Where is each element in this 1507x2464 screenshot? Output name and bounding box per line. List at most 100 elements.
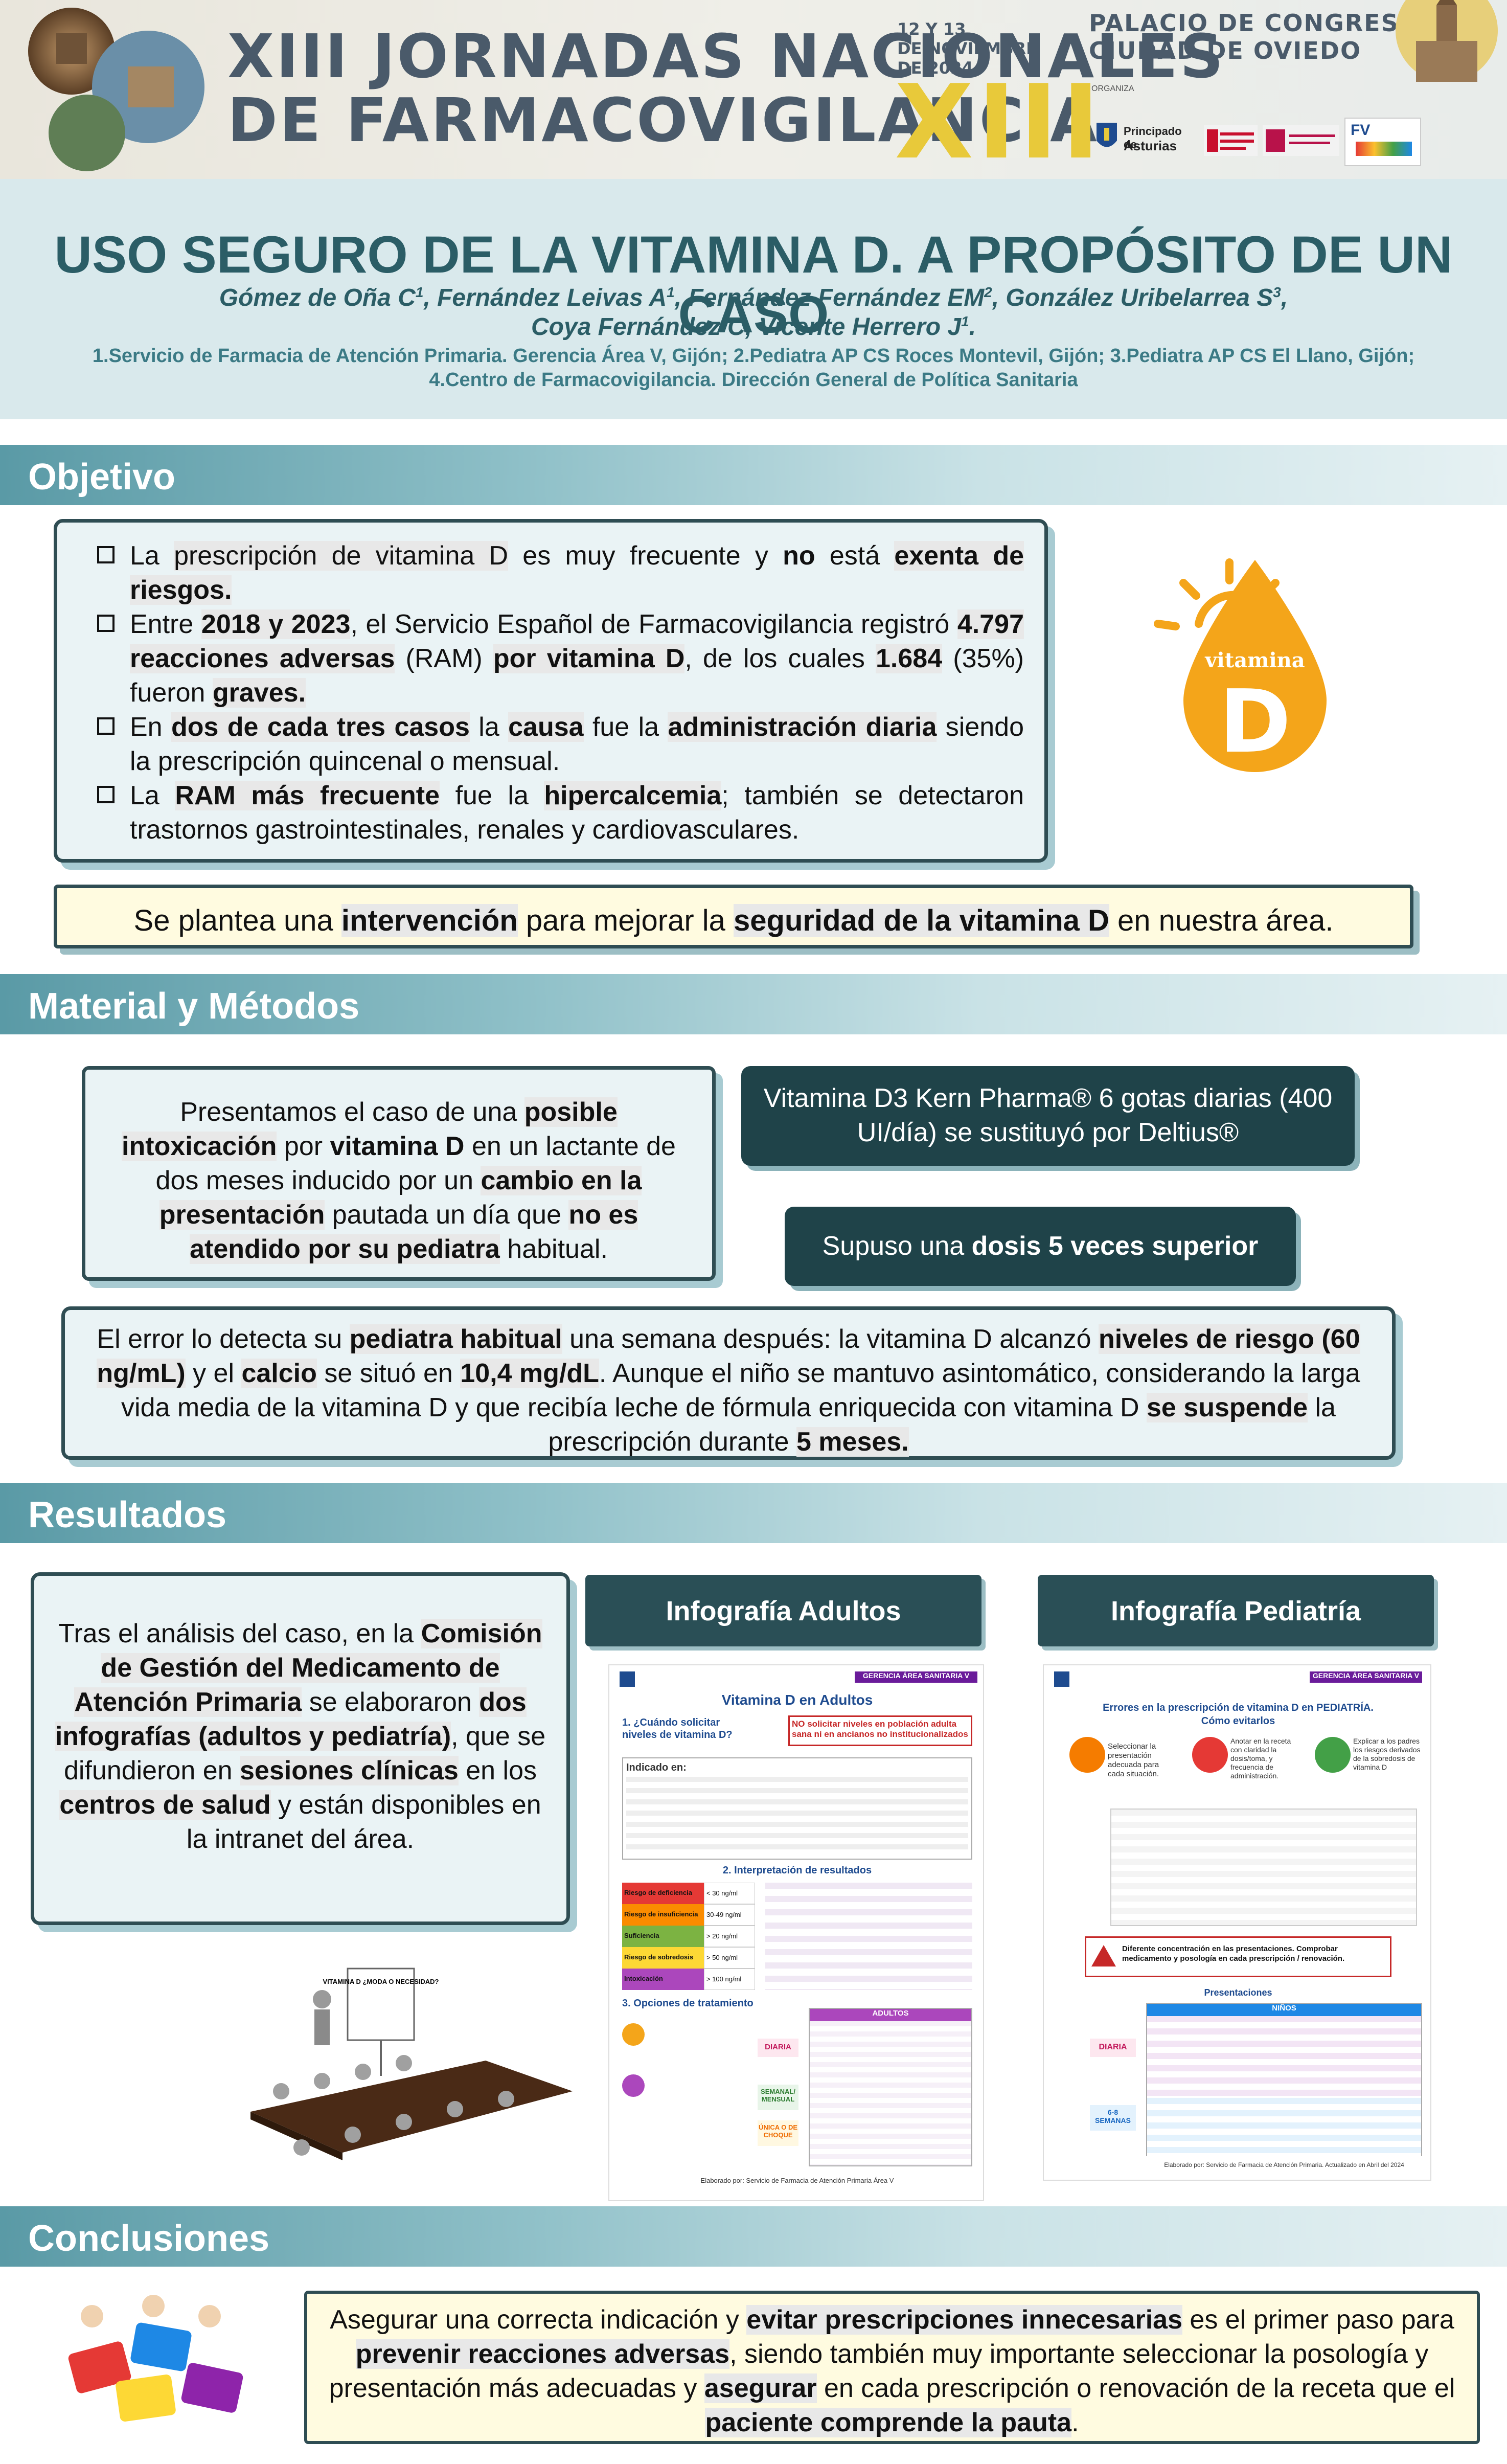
ad-v5: > 100 ng/ml — [704, 1969, 755, 1990]
roman-numeral: XIII — [895, 63, 1104, 182]
text: La — [130, 541, 174, 571]
ad-adultos-table: ADULTOS — [809, 2008, 972, 2166]
ad-r5: Intoxicación — [622, 1969, 704, 1990]
text: pautada un día que — [325, 1200, 569, 1230]
ad-diaria: DIARIA — [758, 2039, 798, 2057]
ad-semanal: SEMANAL/ MENSUAL — [758, 2085, 798, 2110]
conference-title-line2: DE FARMACOVIGILANCIA — [227, 85, 1099, 155]
objetivo-box: La prescripción de vitamina D es muy fre… — [54, 519, 1048, 863]
text: Tras el análisis del caso, en la — [58, 1619, 421, 1648]
pe-diaria: DIARIA — [1090, 2039, 1136, 2057]
ad-no: NO solicitar niveles en población adulta… — [788, 1715, 972, 1746]
date-line3: DE 2024 — [897, 58, 973, 78]
highlight: sesiones clínicas — [240, 1756, 459, 1785]
highlight: graves. — [212, 678, 306, 708]
header-banner: XIII JORNADAS NACIONALES DE FARMACOVIGIL… — [0, 0, 1507, 179]
ad-v3: > 20 ng/ml — [704, 1926, 755, 1947]
text: El error lo detecta su — [97, 1324, 350, 1354]
text: en cada prescripción o renovación de la … — [816, 2373, 1455, 2403]
highlight: vitamina D — [330, 1132, 465, 1161]
authors-line2: Coya Fernández C, Vicente Herrero J1. — [531, 313, 976, 341]
text: , el Servicio Español de Farmacovigilanc… — [350, 609, 957, 639]
ad-logo — [620, 1671, 635, 1687]
venue: PALACIO DE CONGRESOS CIUDAD DE OVIEDO — [1089, 9, 1438, 64]
case-box: Presentamos el caso de una posible intox… — [82, 1066, 716, 1281]
highlight: hipercalcemia — [544, 781, 722, 810]
text: , siendo también muy importante seleccio… — [329, 2339, 1429, 2403]
highlight: por vitamina D — [493, 644, 685, 673]
highlight: asegurar — [704, 2373, 817, 2403]
highlight: seguridad de la vitamina D — [734, 904, 1109, 937]
pe-ninos: NIÑOS — [1147, 2004, 1421, 2016]
text: ; también se detectaron trastornos gastr… — [130, 781, 1024, 845]
section-title: Objetivo — [28, 457, 176, 498]
author-3: , Fernández Fernández EM — [674, 284, 985, 311]
pe-pres: Presentaciones — [1204, 1987, 1272, 1998]
pe-step3: Explicar a los padres los riesgos deriva… — [1353, 1737, 1421, 1771]
infografia-adultos[interactable]: GERENCIA ÁREA SANITARIA V Vitamina D en … — [608, 1664, 984, 2201]
ad-title: Vitamina D en Adultos — [721, 1692, 873, 1708]
pe-step2-icon — [1192, 1737, 1228, 1773]
highlight: dos de cada tres casos — [171, 712, 470, 742]
text: y el — [185, 1359, 242, 1388]
objetivo-bullet-2: Entre 2018 y 2023, el Servicio Español d… — [93, 607, 1024, 710]
authors-line1: Gómez de Oña C1, Fernández Leivas A1, Fe… — [219, 284, 1288, 311]
sup: 3 — [1273, 284, 1281, 300]
ad-adultos-header: ADULTOS — [810, 2009, 971, 2021]
swap-text: Vitamina D3 Kern Pharma® 6 gotas diarias… — [763, 1083, 1333, 1147]
sup: 2 — [984, 284, 992, 300]
ad-indicado: Indicado en: — [622, 1757, 972, 1860]
ad-r4: Riesgo de sobredosis — [622, 1947, 704, 1969]
authors-5-6: Coya Fernández C, Vicente Herrero J — [531, 313, 962, 341]
highlight: prescripción de vitamina D — [174, 541, 509, 571]
text: (35%) fueron — [130, 644, 1024, 708]
pe-step2: Anotar en la receta con claridad la dosi… — [1230, 1737, 1291, 1780]
pe-step1: Seleccionar la presentación adecuada par… — [1108, 1742, 1159, 1778]
highlight: 10,4 mg/dL — [460, 1359, 599, 1388]
tab-infografia-pediatria[interactable]: Infografía Pediatría — [1038, 1575, 1434, 1646]
tab-infografia-adultos[interactable]: Infografía Adultos — [585, 1575, 981, 1646]
ad-step-1 — [622, 2023, 645, 2046]
text: y están disponibles en la intranet del á… — [186, 1790, 541, 1854]
puzzle-people-illustration — [56, 2286, 261, 2439]
ad-header: GERENCIA ÁREA SANITARIA V — [855, 1671, 977, 1683]
section-title: Resultados — [28, 1495, 227, 1535]
text: para mejorar la — [517, 904, 734, 937]
highlight: 2018 y 2023 — [201, 609, 351, 639]
ad-v2: 30-49 ng/ml — [704, 1904, 755, 1926]
date-line1: 12 Y 13 — [897, 19, 966, 39]
affiliations-line1: 1.Servicio de Farmacia de Atención Prima… — [92, 345, 1415, 367]
organiza-label: ORGANIZA — [1091, 84, 1134, 93]
section-title: Material y Métodos — [28, 986, 360, 1027]
cathedral-photo — [1380, 0, 1507, 87]
text: (RAM) — [395, 644, 493, 673]
ad-footer: Elaborado por: Servicio de Farmacia de A… — [700, 2177, 894, 2184]
text: la — [469, 712, 509, 742]
pe-screenshot — [1110, 1809, 1417, 1926]
infografia-pediatria[interactable]: GERENCIA ÁREA SANITARIA V Errores en la … — [1043, 1664, 1431, 2181]
sup: 1 — [667, 284, 675, 300]
meeting-illustration: VITAMINA D ¿MODA O NECESIDAD? — [220, 1958, 578, 2173]
author-4: , González Uribelarrea S — [992, 284, 1273, 311]
ad-r1: Riesgo de deficiencia — [622, 1883, 704, 1904]
text: la prescripción durante — [548, 1393, 1336, 1457]
pe-footer: Elaborado por: Servicio de Farmacia de A… — [1164, 2161, 1404, 2168]
sup: 1 — [415, 284, 424, 300]
highlight: intervención — [341, 904, 518, 937]
ad-r3: Suficiencia — [622, 1926, 704, 1947]
pe-warn: Diferente concentración en las presentac… — [1122, 1945, 1345, 1963]
drop-label: vitamina — [1204, 648, 1305, 672]
error-box: El error lo detecta su pediatra habitual… — [61, 1306, 1396, 1460]
section-header-conclusiones: Conclusiones — [0, 2206, 1507, 2267]
text: . Aunque el niño se mantuvo asintomático… — [121, 1359, 1360, 1422]
text: siendo la prescripción quincenal o mensu… — [130, 712, 1024, 776]
highlight: centros de salud — [59, 1790, 271, 1820]
pe-semanas: 6-8 SEMANAS — [1090, 2105, 1136, 2131]
text: La — [130, 781, 175, 810]
pe-title: Errores en la prescripción de vitamina D… — [1103, 1702, 1374, 1727]
text: en nuestra área. — [1109, 904, 1334, 937]
ad-v1: < 30 ng/ml — [704, 1883, 755, 1904]
pe-warn-box: Diferente concentración en las presentac… — [1085, 1936, 1391, 1977]
text: por — [277, 1132, 330, 1161]
ad-opts: 3. Opciones de tratamiento — [622, 1998, 754, 2009]
